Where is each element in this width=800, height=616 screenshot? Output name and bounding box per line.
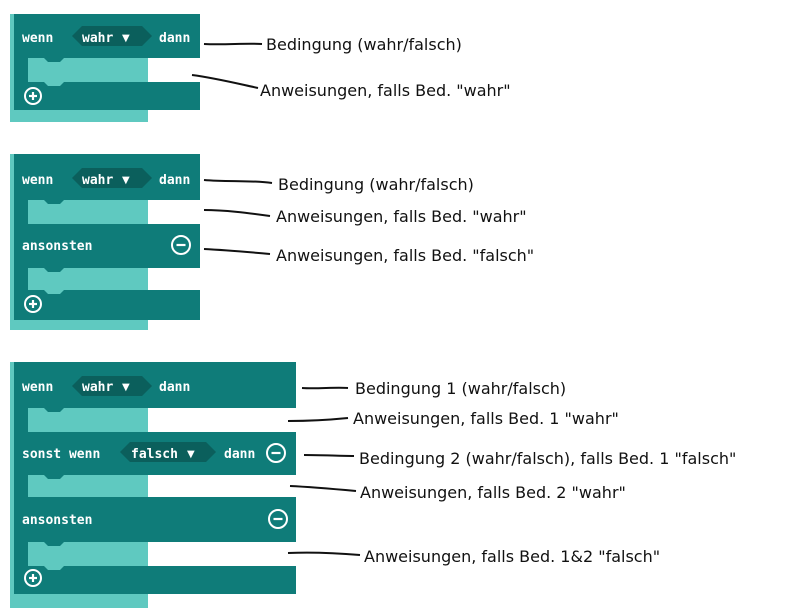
annotation-then: Anweisungen, falls Bed. "wahr": [276, 207, 527, 226]
chevron-down-icon: ▼: [122, 382, 130, 393]
annotation-then: Anweisungen, falls Bed. "wahr": [260, 81, 511, 100]
annotation-condition-1: Bedingung 1 (wahr/falsch): [355, 379, 566, 398]
annotation-condition-2: Bedingung 2 (wahr/falsch), falls Bed. 1 …: [359, 449, 736, 468]
block-body: [14, 362, 296, 594]
keyword-wenn: wenn: [22, 173, 53, 188]
block-body: [14, 154, 200, 320]
condition-dropdown[interactable]: wahr ▼: [72, 26, 152, 46]
annotation-condition: Bedingung (wahr/falsch): [266, 35, 462, 54]
keyword-ansonsten: ansonsten: [22, 239, 92, 254]
annotation-else: Anweisungen, falls Bed. "falsch": [276, 246, 534, 265]
dropdown-value: wahr: [82, 380, 113, 395]
chevron-down-icon: ▼: [187, 449, 195, 460]
block-body: [14, 14, 200, 110]
keyword-ansonsten: ansonsten: [22, 513, 92, 528]
if-elseif-else-block[interactable]: wenn wahr ▼ dann sonst wenn falsch ▼ dan…: [10, 362, 296, 608]
condition-1-dropdown[interactable]: wahr ▼: [72, 376, 152, 396]
dropdown-value: wahr: [82, 173, 113, 188]
keyword-dann: dann: [159, 173, 190, 188]
annotations-2: Bedingung (wahr/falsch) Anweisungen, fal…: [203, 175, 534, 265]
keyword-dann: dann: [159, 380, 190, 395]
if-block-1[interactable]: wenn wahr ▼ dann: [10, 14, 200, 122]
annotation-then-1: Anweisungen, falls Bed. 1 "wahr": [353, 409, 619, 428]
chevron-down-icon: ▼: [122, 33, 130, 44]
condition-2-dropdown[interactable]: falsch ▼: [120, 442, 216, 462]
annotation-then-2: Anweisungen, falls Bed. 2 "wahr": [360, 483, 626, 502]
annotations-1: Bedingung (wahr/falsch) Anweisungen, fal…: [191, 35, 511, 100]
keyword-wenn: wenn: [22, 31, 53, 46]
keyword-dann: dann: [159, 31, 190, 46]
annotations-3: Bedingung 1 (wahr/falsch) Anweisungen, f…: [287, 379, 736, 566]
annotation-else: Anweisungen, falls Bed. 1&2 "falsch": [364, 547, 660, 566]
keyword-dann: dann: [224, 447, 255, 462]
keyword-wenn: wenn: [22, 380, 53, 395]
dropdown-value: wahr: [82, 31, 113, 46]
chevron-down-icon: ▼: [122, 175, 130, 186]
if-else-block[interactable]: wenn wahr ▼ dann ansonsten: [10, 154, 200, 330]
condition-dropdown[interactable]: wahr ▼: [72, 168, 152, 188]
keyword-sonst-wenn: sonst wenn: [22, 447, 100, 462]
dropdown-value: falsch: [131, 447, 178, 462]
annotation-condition: Bedingung (wahr/falsch): [278, 175, 474, 194]
